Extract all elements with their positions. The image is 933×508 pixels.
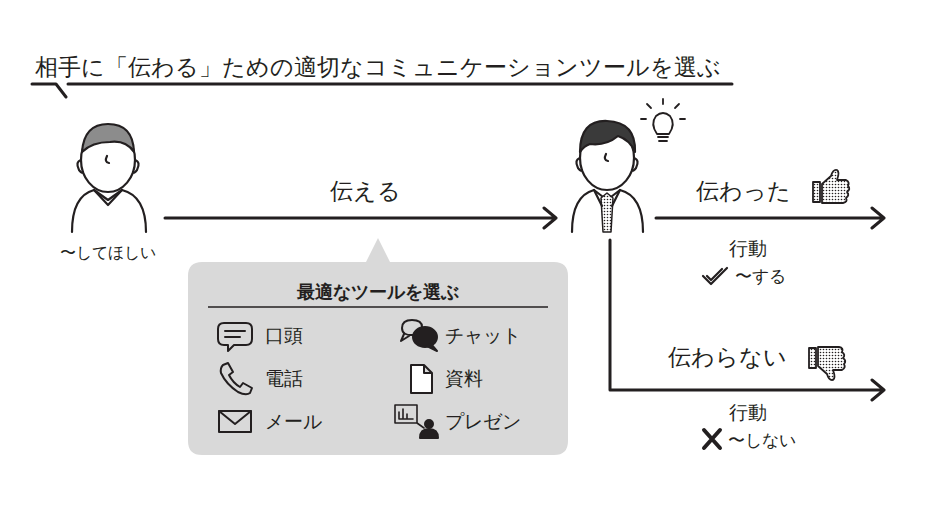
tool-name: プレゼン <box>445 410 521 433</box>
thumbs-down-icon <box>809 347 845 380</box>
presenter-icon <box>420 429 438 438</box>
tool-name: メール <box>265 410 322 433</box>
title-underline <box>32 84 732 97</box>
tool-name: 電話 <box>265 367 303 390</box>
arrow-line <box>656 208 884 228</box>
result-label: 〜する <box>735 266 786 286</box>
result-label: 〜しない <box>728 430 796 450</box>
callout-background <box>188 238 568 455</box>
chat-icon <box>427 344 437 351</box>
presenter-icon <box>425 420 433 428</box>
divider-line <box>208 306 548 308</box>
callout-heading: 最適なツールを選ぶ <box>297 281 459 303</box>
action-label: 行動 <box>729 237 767 260</box>
chat-icon <box>413 327 437 347</box>
thumbs-up-icon <box>813 170 849 203</box>
arrow-label: 伝える <box>330 178 401 206</box>
callout-box: 最適なツールを選ぶ口頭 チャット電話 資料メール プレゼン <box>188 262 568 455</box>
tool-name: チャット <box>445 324 521 347</box>
branch-label: 伝わった <box>696 178 791 206</box>
wish-label: 〜してほしい <box>60 243 156 262</box>
check-icon <box>703 268 727 284</box>
document-icon <box>411 365 432 393</box>
cross-icon <box>704 430 720 448</box>
arrow-line <box>610 240 884 400</box>
mail-icon <box>219 411 251 432</box>
person-left <box>72 124 146 232</box>
arrow-line <box>165 208 556 228</box>
branch-label: 伝わらない <box>668 344 787 372</box>
tool-name: 資料 <box>445 367 483 390</box>
title: 相手に「伝わる」ための適切なコミュニケーションツールを選ぶ <box>35 54 721 82</box>
presentation-icon <box>395 405 424 428</box>
person-right <box>572 121 643 232</box>
tool-name: 口頭 <box>265 324 303 347</box>
speech-icon <box>218 323 252 351</box>
phone-icon <box>221 363 252 394</box>
lightbulb-icon <box>641 99 685 141</box>
action-label: 行動 <box>729 401 767 424</box>
